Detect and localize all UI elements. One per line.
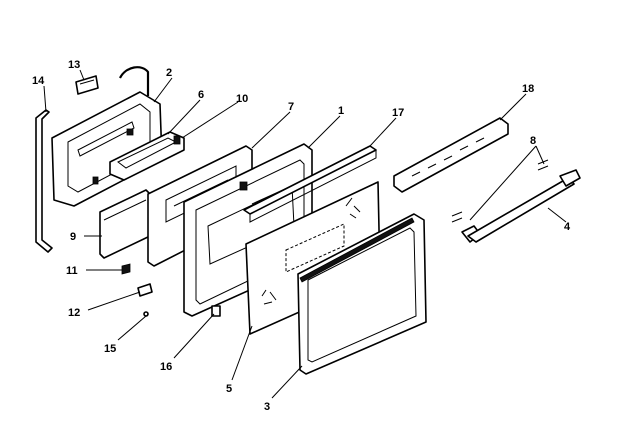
callout-2: 2: [166, 67, 172, 79]
part-15-pin: [143, 311, 149, 317]
callout-11: 11: [66, 265, 78, 277]
part-13-clip: [75, 75, 99, 95]
part-9-hinge: [99, 189, 151, 259]
callout-18: 18: [522, 83, 534, 95]
callout-7: 7: [288, 101, 294, 113]
callout-8: 8: [530, 135, 536, 147]
callout-4: 4: [564, 221, 571, 233]
part-hook: [119, 66, 150, 96]
part-3-outer-door: [297, 213, 427, 375]
part-4-handle: [461, 169, 581, 243]
callout-6: 6: [198, 89, 204, 101]
callout-10: 10: [236, 93, 248, 105]
callout-12: 12: [68, 307, 80, 319]
callout-1: 1: [338, 105, 344, 117]
callout-15: 15: [104, 343, 116, 355]
callout-16: 16: [160, 361, 172, 373]
part-17-strip: [243, 145, 377, 223]
part-18-strip: [393, 117, 509, 193]
part-14-trim: [35, 109, 53, 253]
callout-14: 14: [32, 75, 45, 87]
part-12-screw: [137, 283, 153, 297]
callout-17: 17: [392, 107, 404, 119]
leader-lines: [43, 69, 567, 399]
part-8-screws: [451, 159, 549, 223]
callout-13: 13: [68, 59, 80, 71]
callout-9: 9: [70, 231, 76, 243]
callout-3: 3: [264, 401, 270, 413]
part-10-clip: [173, 135, 181, 145]
callout-5: 5: [226, 383, 232, 395]
part-11-clip: [121, 263, 131, 275]
part-16-block: [211, 305, 221, 317]
